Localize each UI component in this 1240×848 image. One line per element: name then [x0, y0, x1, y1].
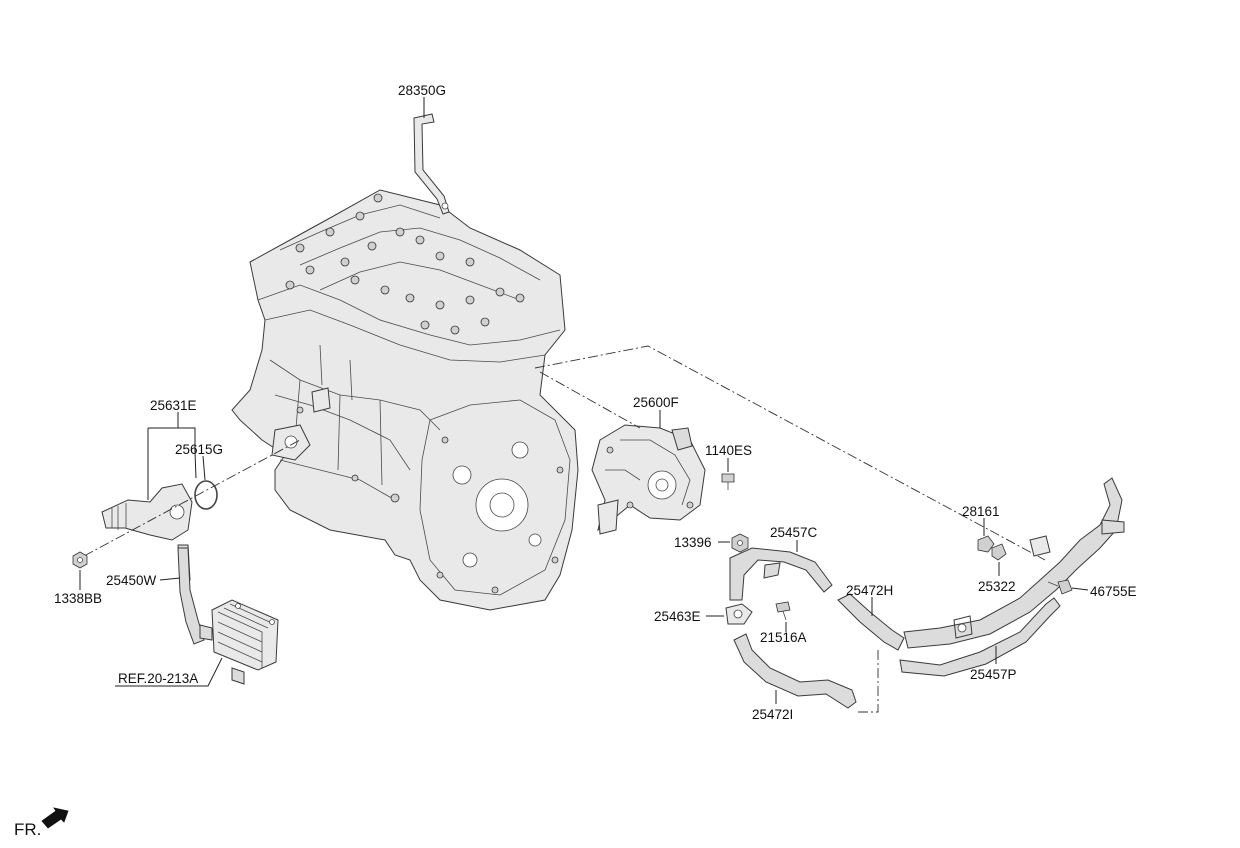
engine-block: [231, 189, 579, 611]
label-25463E: 25463E: [654, 609, 701, 624]
label-25457C: 25457C: [770, 525, 818, 540]
front-orientation-marker: FR.: [14, 807, 69, 839]
part-25472H: [837, 593, 905, 651]
dashed-axis-hose: [855, 650, 879, 713]
label-1338BB: 1338BB: [54, 591, 102, 606]
part-1338BB: [72, 551, 88, 569]
leader-25631E: [147, 427, 197, 500]
part-25463E: [725, 603, 753, 625]
label-25600F: 25600F: [633, 395, 679, 410]
part-46755E: [1047, 579, 1073, 595]
part-25457P: [899, 477, 1125, 677]
label-13396: 13396: [674, 535, 712, 550]
label-25322: 25322: [978, 579, 1016, 594]
label-46755E: 46755E: [1090, 584, 1137, 599]
label-21516A: 21516A: [760, 630, 807, 645]
label-1140ES: 1140ES: [705, 443, 752, 458]
part-25322: [991, 543, 1007, 561]
leader-ref: [115, 657, 223, 687]
label-25472I: 25472I: [752, 707, 793, 722]
label-28350G: 28350G: [398, 83, 446, 98]
part-25457C: [729, 547, 833, 601]
part-28350G: [413, 113, 450, 215]
part-25472I: [733, 633, 857, 709]
fr-label: FR.: [14, 820, 41, 839]
part-1140ES: [721, 473, 735, 490]
dashed-axis-thermostat: [83, 439, 301, 557]
label-28161: 28161: [962, 504, 1000, 519]
leader-46755E: [1071, 587, 1089, 591]
front-direction-arrow-icon: [41, 807, 69, 829]
part-13396: [731, 533, 749, 553]
label-ref: REF.20-213A: [118, 671, 198, 686]
label-25472H: 25472H: [846, 583, 893, 598]
dashed-axis-pump-inner: [539, 371, 641, 429]
part-28161: [977, 535, 995, 553]
label-25457P: 25457P: [970, 667, 1017, 682]
leader-25615G: [202, 455, 206, 481]
dashed-axis-pump: [534, 345, 1046, 561]
label-25631E: 25631E: [150, 398, 197, 413]
label-25615G: 25615G: [175, 442, 223, 457]
label-25450W: 25450W: [106, 573, 157, 588]
oil-cooler: [199, 599, 279, 685]
leader-25450W: [159, 577, 181, 581]
part-21516A: [775, 601, 791, 621]
part-25600F: [591, 424, 706, 535]
part-25450W: [177, 547, 205, 645]
